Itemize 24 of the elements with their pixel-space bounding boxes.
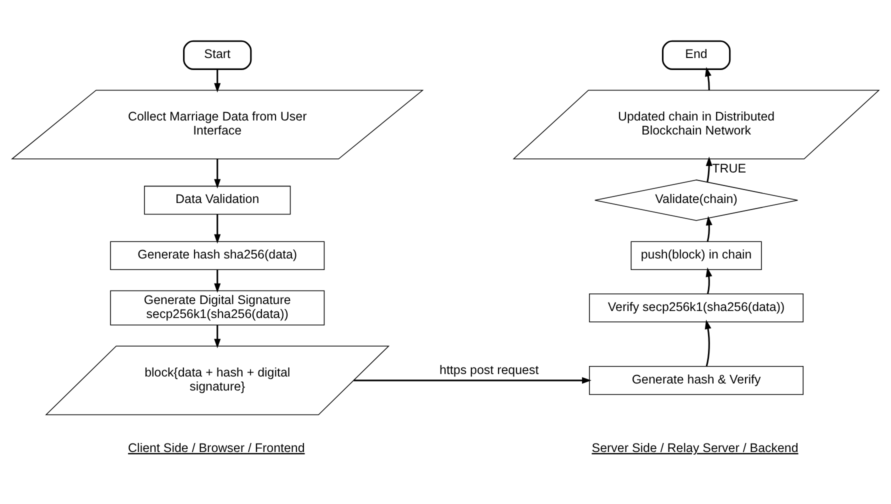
- node-box: Generate Digital Signature secp256k1(sha256(data)): [110, 290, 325, 325]
- node-box: push(block) in chain: [630, 240, 762, 270]
- arrow: [214, 324, 221, 348]
- node-box: Generate hash sha256(data): [110, 240, 325, 270]
- arrow: [704, 319, 712, 366]
- node-box: Start: [183, 40, 252, 70]
- arrow: [214, 158, 221, 188]
- arrow: [705, 66, 712, 90]
- label: Server Side / Relay Server / Backend: [592, 440, 798, 455]
- edge-label: TRUE: [712, 161, 746, 176]
- arrow: [214, 269, 221, 292]
- arrow: [214, 214, 221, 244]
- arrow: [214, 68, 221, 92]
- node-box: Generate hash & Verify: [589, 366, 804, 394]
- node-box: Verify secp256k1(sha256(data)): [589, 292, 804, 322]
- arrow: [354, 376, 592, 384]
- edge-label: https post request: [440, 362, 539, 377]
- node-box: Data Validation: [144, 185, 291, 214]
- arrow: [706, 266, 712, 294]
- node-diamond: Validate(chain): [594, 179, 798, 220]
- label: Client Side / Browser / Frontend: [128, 440, 305, 455]
- arrow: [706, 216, 712, 242]
- arrow: [706, 156, 712, 182]
- node-box: End: [662, 40, 731, 70]
